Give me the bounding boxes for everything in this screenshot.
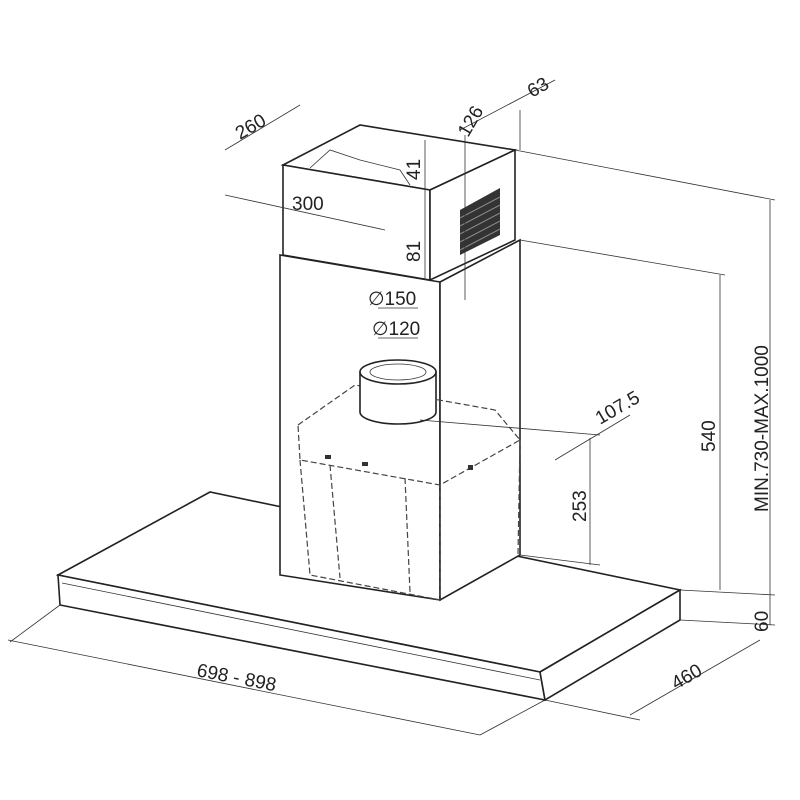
duct-collar <box>359 359 437 425</box>
dim-duct-150: ∅150 <box>368 289 416 310</box>
dim-41: 41 <box>404 159 425 180</box>
dimension-lines <box>7 79 776 736</box>
chimney-upper <box>280 124 518 282</box>
dim-126: 126 <box>454 103 488 141</box>
dim-width: 698 - 898 <box>195 660 278 696</box>
dim-60: 60 <box>752 611 773 632</box>
dim-duct-120: ∅120 <box>372 319 420 340</box>
dim-460: 460 <box>668 660 706 694</box>
dim-540: 540 <box>699 420 720 452</box>
dim-107-5: 107.5 <box>592 387 644 429</box>
dim-253: 253 <box>570 490 591 522</box>
motor-box <box>297 384 521 601</box>
dim-81: 81 <box>404 241 425 262</box>
dim-total-height: MIN.730-MAX.1000 <box>752 345 773 512</box>
dim-300: 300 <box>292 194 324 215</box>
chimney-lower <box>279 238 521 602</box>
dim-260: 260 <box>232 110 270 144</box>
dim-63: 63 <box>524 74 553 103</box>
